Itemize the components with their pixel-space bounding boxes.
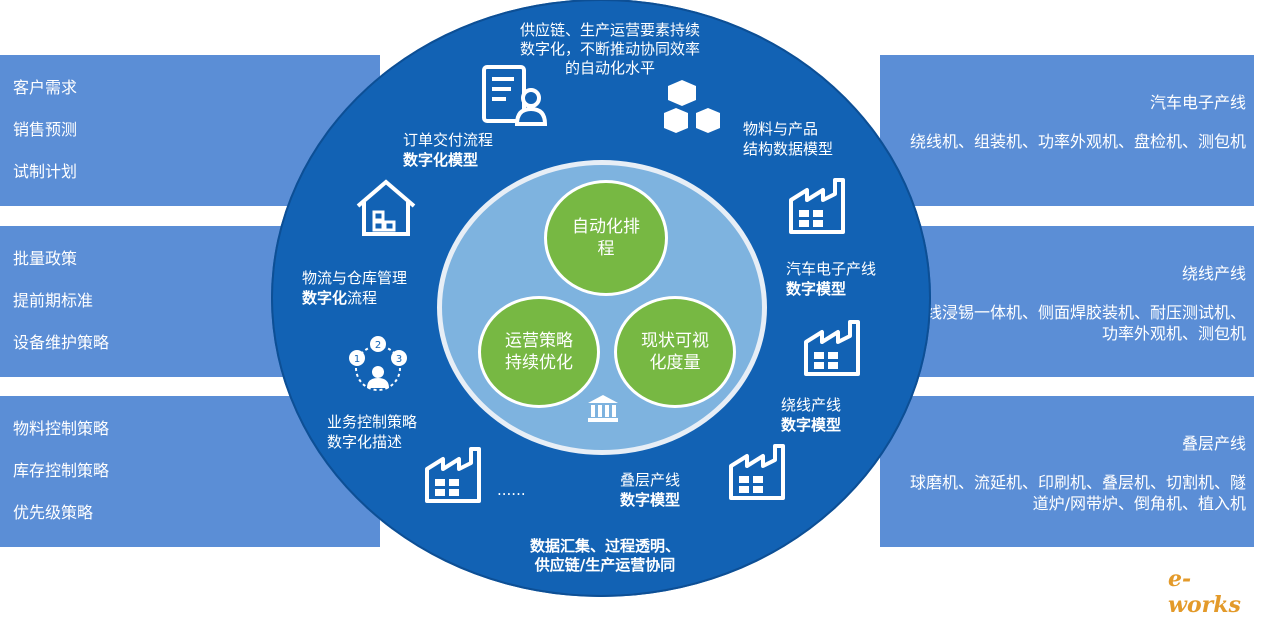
left-panel-demand: 客户需求 销售预测 试制计划 [0, 55, 380, 206]
business-strategy-label: 业务控制策略 数字化描述 [327, 413, 418, 451]
factory-icon [802, 318, 866, 376]
document-person-icon [481, 64, 549, 126]
winding-model-label: 绕线产线 数字模型 [781, 396, 842, 434]
auto-schedule-bubble: 自动化排程 [544, 180, 668, 296]
factory-icon [727, 442, 791, 500]
bank-icon [586, 393, 620, 423]
auto-electronics-model-label: 汽车电子产线 数字模型 [786, 260, 877, 298]
panel-title: 叠层产线 [1181, 434, 1246, 453]
list-item: 试制计划 [13, 162, 78, 181]
right-panel-winding: 绕线产线 绕线浸锡一体机、侧面焊胶装机、耐压测试机、功率外观机、测包机 [880, 226, 1254, 377]
svg-text:2: 2 [375, 340, 381, 351]
svg-text:1: 1 [354, 354, 360, 365]
circle-top-text: 供应链、生产运营要素持续 数字化，不断推动协同效率 的自动化水平 [519, 21, 700, 77]
visibility-bubble: 现状可视化度量 [614, 296, 736, 408]
circle-bottom-text: 数据汇集、过程透明、 供应链/生产运营协同 [529, 537, 680, 574]
right-panel-auto-electronics: 汽车电子产线 绕线机、组装机、功率外观机、盘检机、测包机 [880, 55, 1254, 206]
list-item: 设备维护策略 [13, 333, 110, 352]
svg-text:3: 3 [396, 354, 402, 365]
list-item: 批量政策 [13, 249, 78, 268]
list-item: 提前期标准 [13, 291, 94, 310]
list-item: 物料控制策略 [13, 419, 110, 438]
order-delivery-label: 订单交付流程 数字化模型 [403, 131, 494, 169]
panel-description: 球磨机、流延机、印刷机、叠层机、切割机、隧道炉/网带炉、倒角机、植入机 [909, 473, 1246, 513]
panel-title: 绕线产线 [1181, 264, 1246, 283]
lamination-model-label: 叠层产线 数字模型 [620, 471, 681, 509]
cubes-icon [662, 78, 724, 138]
factory-icon [787, 176, 851, 234]
ellipsis: ...... [497, 481, 526, 499]
eworks-logo: e-works [1168, 566, 1241, 618]
material-structure-label: 物料与产品 结构数据模型 [743, 120, 834, 158]
right-panel-lamination: 叠层产线 球磨机、流延机、印刷机、叠层机、切割机、隧道炉/网带炉、倒角机、植入机 [880, 396, 1254, 547]
panel-description: 绕线浸锡一体机、侧面焊胶装机、耐压测试机、功率外观机、测包机 [909, 303, 1246, 343]
list-item: 销售预测 [13, 120, 78, 139]
ops-strategy-bubble: 运营策略持续优化 [478, 296, 600, 408]
strategy-network-icon: 1 2 3 [345, 334, 411, 392]
panel-description: 绕线机、组装机、功率外观机、盘检机、测包机 [909, 132, 1246, 151]
panel-title: 汽车电子产线 [1149, 93, 1246, 112]
list-item: 客户需求 [13, 78, 78, 97]
list-item: 优先级策略 [13, 503, 94, 522]
list-item: 库存控制策略 [13, 461, 110, 480]
warehouse-icon [354, 178, 418, 238]
logistics-warehouse-label: 物流与仓库管理 数字化流程 [302, 269, 408, 307]
factory-icon [423, 445, 487, 503]
